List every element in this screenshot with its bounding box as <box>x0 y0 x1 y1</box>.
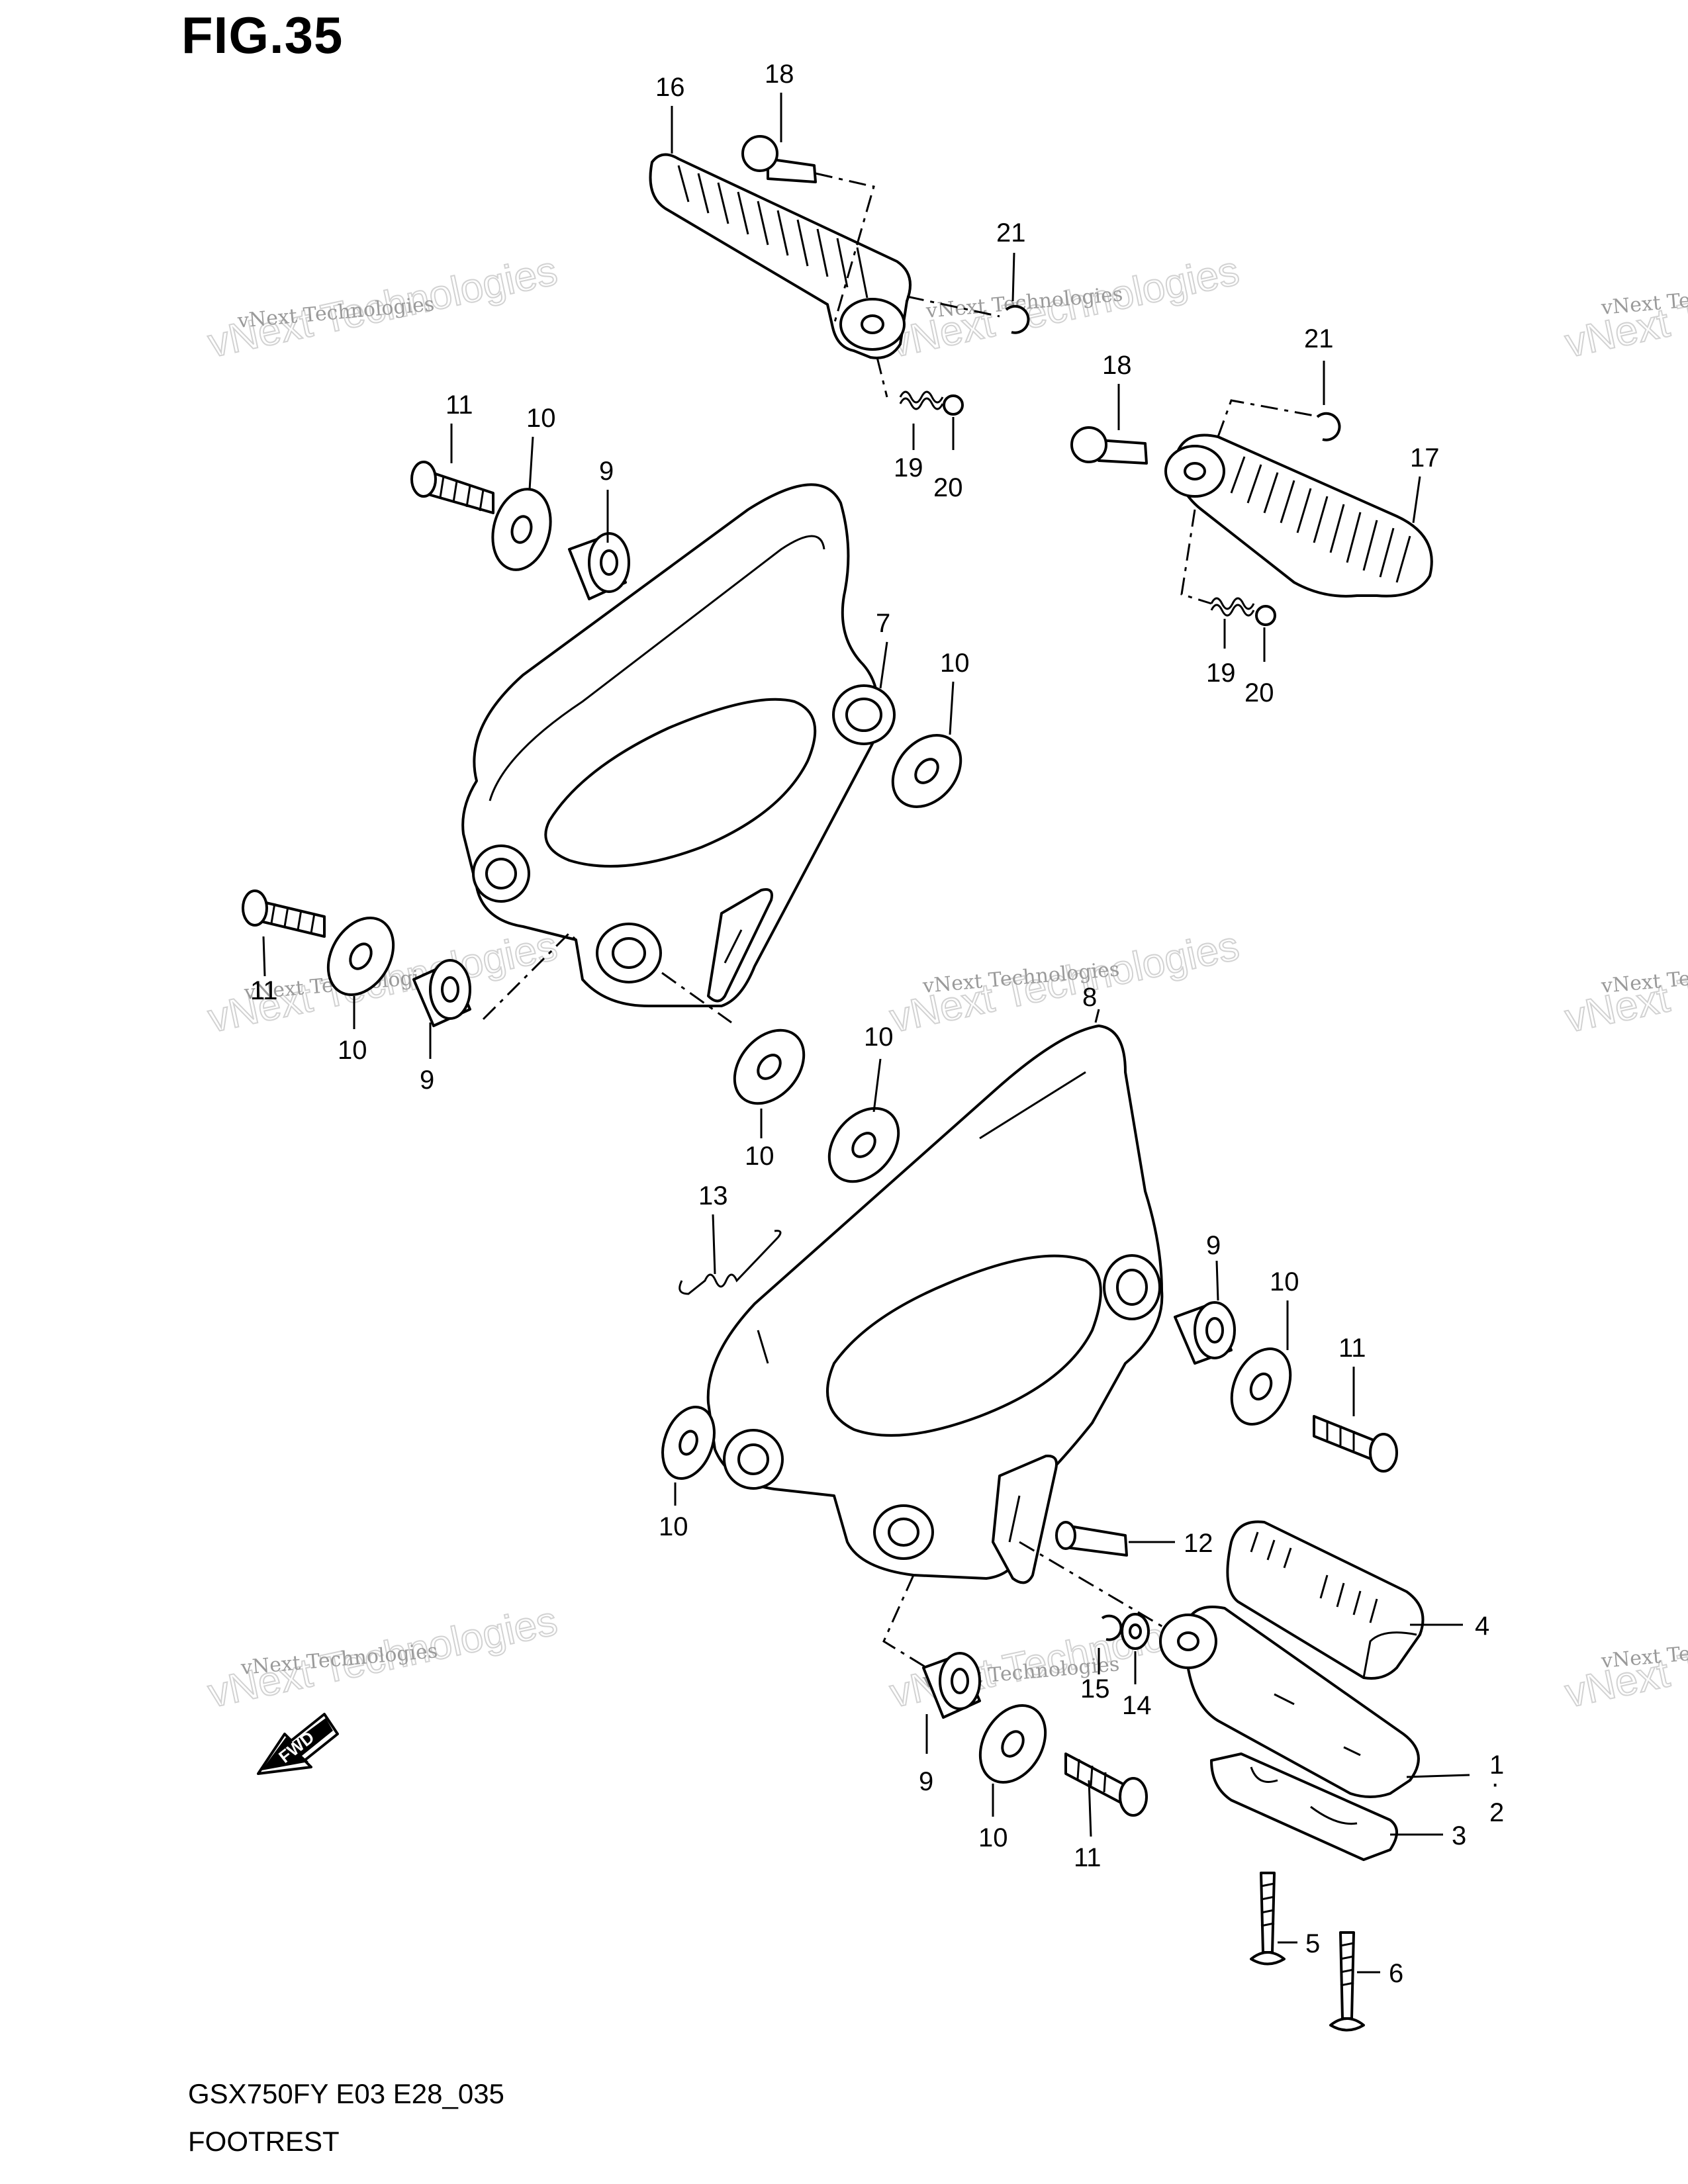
washer-rear-lower-right <box>733 1028 806 1105</box>
spacer-rear-upper <box>568 532 630 600</box>
callout-11: 11 <box>1074 1843 1102 1872</box>
assembly-line <box>876 357 888 398</box>
washer-front-left <box>661 1405 716 1480</box>
callout-2: 2 <box>1489 1798 1504 1827</box>
e-ring-top <box>1005 304 1030 334</box>
bolt-front-upper <box>1313 1415 1398 1473</box>
callout-14: 14 <box>1122 1691 1152 1720</box>
callout-11: 11 <box>445 390 473 420</box>
callout-1: 1 <box>1489 1751 1504 1780</box>
callout-18: 18 <box>1102 351 1132 380</box>
callout-7: 7 <box>876 609 890 638</box>
callout-6: 6 <box>1389 1959 1403 1988</box>
assembly-line <box>815 172 875 325</box>
spacer-front-lower <box>922 1652 981 1719</box>
washer-rear-upper <box>491 488 552 571</box>
callout-9: 9 <box>420 1066 434 1095</box>
callout-21: 21 <box>1304 324 1334 353</box>
callout-10: 10 <box>864 1023 894 1052</box>
callout-17: 17 <box>1410 443 1440 473</box>
callout-18: 18 <box>765 60 794 89</box>
model-code: GSX750FY E03 E28_035 <box>188 2078 504 2109</box>
callout-9: 9 <box>1206 1231 1221 1260</box>
detent-ball-right <box>1255 605 1276 626</box>
callout-16: 16 <box>655 73 685 102</box>
callout-20: 20 <box>1244 678 1274 707</box>
e-ring-right <box>1316 412 1341 441</box>
callout-20: 20 <box>933 473 963 502</box>
callout-10: 10 <box>526 404 556 433</box>
bolt-rear-upper <box>410 461 494 514</box>
detent-spring-top <box>899 390 944 410</box>
footrest-bracket-lower <box>1210 1752 1398 1861</box>
callout-11: 11 <box>250 976 278 1005</box>
callout-separator: · <box>1491 1769 1499 1798</box>
callout-10: 10 <box>338 1036 367 1065</box>
assembly-line <box>1217 399 1315 437</box>
front-footrest-bracket <box>706 1024 1164 1584</box>
rear-footrest-peg-right <box>1164 433 1433 598</box>
assembly-line <box>882 1574 927 1669</box>
callout-9: 9 <box>919 1767 933 1796</box>
washer-rear-right <box>891 734 962 808</box>
callout-21: 21 <box>996 218 1026 248</box>
assembly-line <box>1019 1541 1166 1629</box>
callout-labels: 16 18 21 19 20 21 18 17 19 20 11 10 9 7 … <box>250 60 1504 1988</box>
leader-line <box>1011 252 1015 302</box>
rear-footrest-bracket <box>461 483 896 1007</box>
callout-12: 12 <box>1184 1529 1213 1558</box>
callout-10: 10 <box>1270 1267 1299 1297</box>
callout-4: 4 <box>1475 1612 1489 1641</box>
figure-title: FIG.35 <box>181 6 344 64</box>
return-spring <box>679 1230 782 1295</box>
callout-19: 19 <box>1206 659 1236 688</box>
spacer-rear-lower <box>412 959 471 1027</box>
washer-front-right <box>1230 1347 1292 1426</box>
rear-footrest-peg-left <box>649 153 912 359</box>
section-name: FOOTREST <box>188 2126 340 2157</box>
e-ring-front <box>1101 1614 1123 1641</box>
footrest-pin-top <box>741 135 817 183</box>
washer-front-upper <box>827 1107 900 1183</box>
callout-9: 9 <box>599 457 614 486</box>
callout-19: 19 <box>894 453 923 482</box>
detent-spring-right <box>1210 597 1255 617</box>
callout-10: 10 <box>940 649 970 678</box>
washer-rear-lower-left <box>326 916 395 997</box>
assembly-line <box>661 972 732 1024</box>
washer-front-lower <box>978 1704 1047 1784</box>
footrest-pin-right <box>1070 426 1148 465</box>
callout-10: 10 <box>745 1142 774 1171</box>
assembly-line <box>906 295 1000 318</box>
callout-13: 13 <box>698 1181 728 1210</box>
assembly-line <box>1180 509 1212 605</box>
callout-3: 3 <box>1452 1821 1466 1850</box>
footrest-pin-front <box>1055 1521 1128 1557</box>
spacer-front-upper <box>1174 1301 1236 1365</box>
bolt-front-lower <box>1064 1752 1148 1817</box>
screw-6 <box>1329 1931 1365 2032</box>
callout-10: 10 <box>659 1512 688 1541</box>
screw-5 <box>1250 1872 1286 1966</box>
detent-ball-top <box>943 394 964 416</box>
callout-10: 10 <box>978 1823 1008 1852</box>
callout-8: 8 <box>1082 983 1097 1012</box>
washer-front-pin <box>1121 1613 1150 1650</box>
callout-15: 15 <box>1080 1674 1110 1704</box>
footrest-rubber <box>1226 1520 1425 1680</box>
forward-direction-arrow: FWD <box>257 1713 339 1775</box>
assembly-line <box>482 931 577 1021</box>
front-footrest-peg <box>1159 1606 1420 1798</box>
leader-lines <box>262 93 1470 1974</box>
callout-11: 11 <box>1338 1334 1366 1363</box>
callout-5: 5 <box>1305 1929 1320 1958</box>
bolt-rear-lower <box>242 889 326 938</box>
